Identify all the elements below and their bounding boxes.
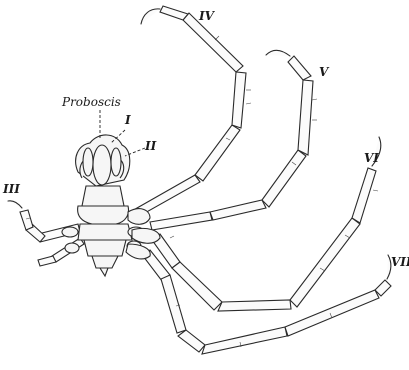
label-i: I bbox=[124, 113, 131, 127]
label-vii: VII bbox=[391, 255, 409, 269]
label-vi: VI bbox=[364, 151, 379, 165]
leg-hairs bbox=[26, 36, 378, 347]
label-iii: III bbox=[2, 182, 20, 196]
label-proboscis: Proboscis bbox=[61, 95, 121, 109]
label-v: V bbox=[319, 65, 330, 79]
label-ii: II bbox=[144, 139, 157, 153]
leg-iv bbox=[130, 6, 246, 218]
label-iv: IV bbox=[198, 9, 216, 23]
